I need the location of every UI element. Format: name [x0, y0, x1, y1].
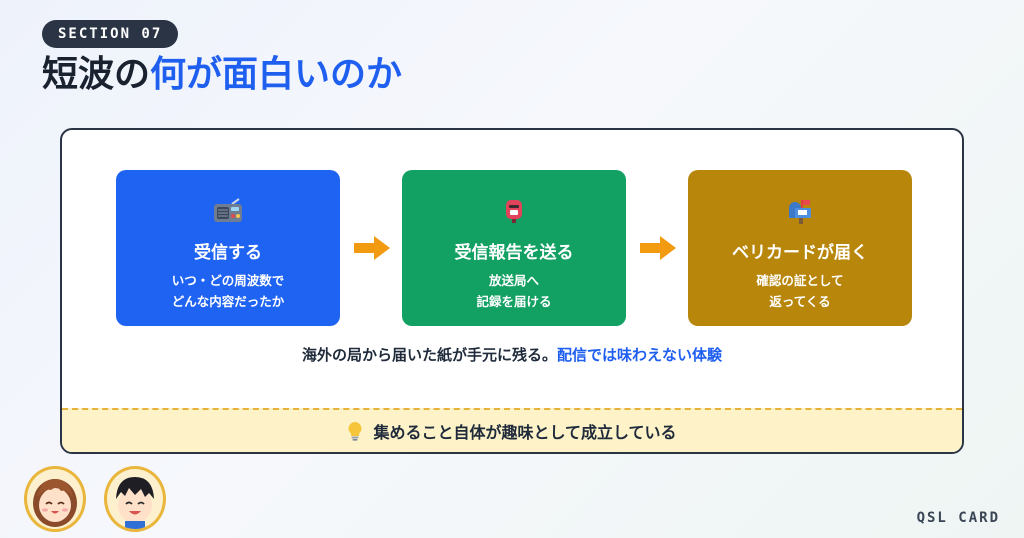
- avatar-girl: [24, 466, 86, 532]
- step-desc-line: 返ってくる: [769, 294, 831, 309]
- section-badge: SECTION 07: [42, 20, 179, 48]
- caption-highlight: 配信では味わえない体験: [557, 346, 723, 364]
- footer-label: QSL CARD: [916, 510, 1000, 526]
- step-receive: 受信する いつ・どの周波数で どんな内容だったか: [116, 170, 340, 326]
- page-title-dark: 短波の: [42, 54, 151, 95]
- caption-main: 海外の局から届いた紙が手元に残る。: [301, 346, 557, 364]
- main-card: 受信する いつ・どの周波数で どんな内容だったか 受信報告を送る 放送局へ: [60, 128, 964, 454]
- tip-bar: 集めること自体が趣味として成立している: [62, 408, 962, 452]
- step-title: ベリカードが届く: [732, 243, 868, 263]
- caption: 海外の局から届いた紙が手元に残る。配信では味わえない体験: [62, 344, 962, 365]
- tip-text: 集めること自体が趣味として成立している: [373, 423, 677, 442]
- step-desc: 放送局へ 記録を届ける: [402, 270, 626, 312]
- step-card-arrives: ベリカードが届く 確認の証として 返ってくる: [688, 170, 912, 326]
- radio-icon: [116, 198, 340, 224]
- step-desc-line: 放送局へ: [488, 273, 539, 288]
- step-desc: いつ・どの周波数で どんな内容だったか: [116, 270, 340, 312]
- step-title: 受信する: [194, 243, 262, 263]
- avatar-boy: [104, 466, 166, 532]
- step-desc-line: どんな内容だったか: [171, 294, 285, 309]
- page-title: 短波の何が面白いのか: [42, 52, 402, 98]
- step-desc-line: 記録を届ける: [476, 294, 552, 309]
- mailbox-icon: [688, 198, 912, 224]
- postbox-icon: [402, 198, 626, 224]
- step-desc-line: いつ・どの周波数で: [171, 273, 285, 288]
- lightbulb-icon: [347, 421, 363, 441]
- arrow-right-icon: [354, 236, 390, 260]
- step-desc: 確認の証として 返ってくる: [688, 270, 912, 312]
- step-send-report: 受信報告を送る 放送局へ 記録を届ける: [402, 170, 626, 326]
- step-title: 受信報告を送る: [454, 243, 574, 263]
- page-title-highlight: 何が面白いのか: [150, 54, 403, 95]
- step-desc-line: 確認の証として: [756, 273, 844, 288]
- arrow-right-icon: [640, 236, 676, 260]
- steps-flow: 受信する いつ・どの周波数で どんな内容だったか 受信報告を送る 放送局へ: [116, 170, 912, 326]
